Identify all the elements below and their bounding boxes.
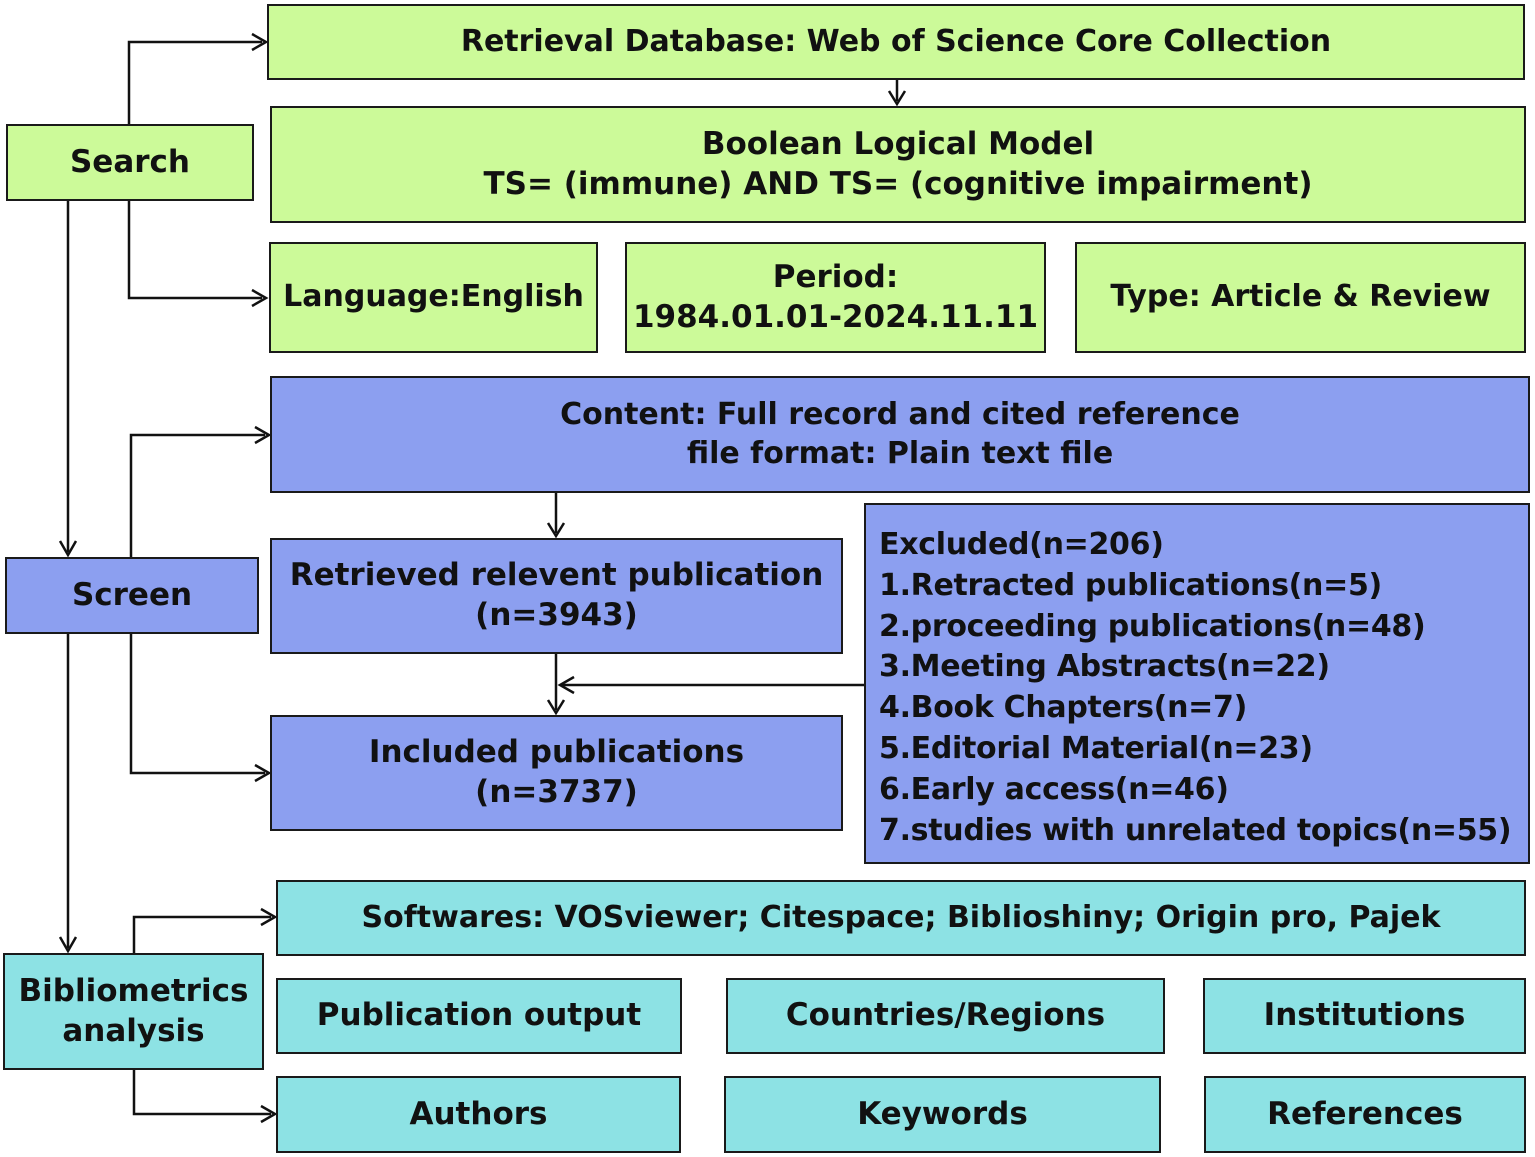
arrowhead (254, 425, 272, 445)
included-publications-line2: (n=3737) (475, 774, 638, 810)
period-value: 1984.01.01-2024.11.11 (632, 298, 1039, 335)
search-stage-label: Search (69, 143, 190, 180)
search-stage-box: Search (6, 124, 254, 201)
countries-regions-text: Countries/Regions (785, 997, 1106, 1034)
retrieved-publications-line2: (n=3943) (475, 597, 638, 633)
analysis-stage-label-line2: analysis (62, 1012, 205, 1049)
search-to-database-connector (127, 40, 262, 124)
arrowhead (260, 907, 278, 927)
language-box: Language:English (269, 242, 598, 353)
search-to-filters-connector (127, 200, 262, 300)
authors-box: Authors (276, 1076, 681, 1153)
retrieved-publications-box: Retrieved relevent publication (n=3943) (270, 538, 843, 654)
excluded-reason-item: 1.Retracted publications(n=5) (879, 567, 1382, 603)
softwares-text: Softwares: VOSviewer; Citespace; Biblios… (361, 899, 1441, 935)
boolean-model-query: TS= (immune) AND TS= (cognitive impairme… (483, 165, 1313, 202)
arrowhead (254, 763, 272, 783)
arrowhead (251, 288, 269, 308)
screen-to-included-connector (129, 634, 265, 775)
type-text: Type: Article & Review (1110, 279, 1491, 315)
content-format-box: Content: Full record and cited reference… (270, 376, 1530, 493)
analysis-stage-label-line1: Bibliometrics (18, 972, 249, 1009)
arrowhead (887, 90, 907, 107)
excluded-reason-item: 4.Book Chapters(n=7) (879, 690, 1247, 726)
retrieved-publications-line1: Retrieved relevent publication (289, 557, 824, 594)
screen-to-content-connector (129, 433, 265, 557)
excluded-reason-item: 3.Meeting Abstracts(n=22) (879, 649, 1330, 685)
keywords-text: Keywords (857, 1095, 1028, 1132)
analysis-stage-box: Bibliometrics analysis (3, 953, 264, 1070)
arrowhead (58, 936, 78, 954)
analysis-to-softwares-connector (132, 915, 271, 953)
arrowhead (251, 32, 269, 52)
excluded-reason-item: 2.proceeding publications(n=48) (879, 608, 1426, 644)
softwares-box: Softwares: VOSviewer; Citespace; Biblios… (276, 880, 1526, 956)
arrowhead (546, 522, 566, 539)
screen-stage-label: Screen (71, 576, 193, 613)
content-format-line2: file format: Plain text file (686, 435, 1114, 471)
language-text: Language:English (283, 279, 584, 315)
period-box: Period: 1984.01.01-2024.11.11 (625, 242, 1046, 353)
included-publications-line1: Included publications (368, 734, 745, 771)
excluded-publications-box: Excluded(n=206) 1.Retracted publications… (864, 503, 1530, 864)
analysis-to-metrics-connector (132, 1070, 271, 1116)
excluded-total: Excluded(n=206) (879, 527, 1164, 562)
boolean-model-title: Boolean Logical Model (701, 125, 1095, 162)
retrieval-database-text: Retrieval Database: Web of Science Core … (460, 23, 1332, 59)
institutions-box: Institutions (1203, 978, 1526, 1054)
countries-regions-box: Countries/Regions (726, 978, 1165, 1054)
arrowhead (546, 699, 566, 716)
excluded-reason-item: 7.studies with unrelated topics(n=55) (879, 812, 1512, 848)
boolean-model-box: Boolean Logical Model TS= (immune) AND T… (270, 106, 1526, 223)
retrieval-database-box: Retrieval Database: Web of Science Core … (267, 4, 1525, 80)
period-label: Period: (772, 258, 899, 295)
institutions-text: Institutions (1263, 997, 1466, 1034)
publication-output-text: Publication output (316, 997, 642, 1034)
included-publications-box: Included publications (n=3737) (270, 715, 843, 831)
type-box: Type: Article & Review (1075, 242, 1526, 353)
authors-text: Authors (409, 1095, 548, 1132)
publication-output-box: Publication output (276, 978, 682, 1054)
arrowhead (58, 540, 78, 558)
content-format-line1: Content: Full record and cited reference (560, 397, 1240, 433)
arrowhead (260, 1104, 278, 1124)
screen-stage-box: Screen (5, 557, 259, 634)
excluded-reason-item: 5.Editorial Material(n=23) (879, 730, 1313, 766)
references-text: References (1267, 1095, 1463, 1132)
excluded-reason-item: 6.Early access(n=46) (879, 771, 1229, 807)
arrowhead (557, 675, 575, 695)
keywords-box: Keywords (724, 1076, 1161, 1153)
references-box: References (1204, 1076, 1526, 1153)
